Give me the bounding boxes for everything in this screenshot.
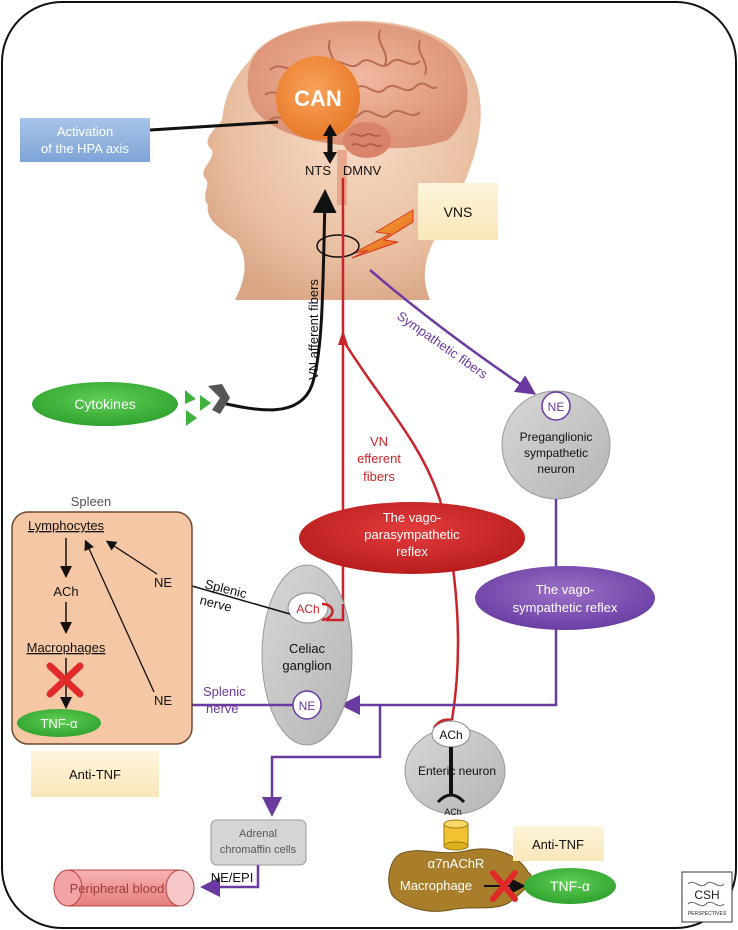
logo-top-text: CSH — [694, 888, 719, 902]
ach-spleen-label: ACh — [53, 584, 78, 599]
sympathetic-fibers-path — [369, 269, 537, 395]
ach-celiac-circle — [287, 592, 329, 624]
ne-lower-label: NE — [154, 693, 172, 708]
adrenal-box — [210, 819, 307, 866]
ne-lower-to-lymphocytes — [84, 539, 155, 693]
can-to-hpa-line — [149, 120, 279, 132]
can-node — [276, 56, 360, 140]
anti-tnf-right-box — [513, 826, 604, 861]
celiac-label-line2: ganglion — [282, 658, 331, 673]
tnf-right-label: TNF-α — [550, 878, 590, 894]
vns-label: VNS — [444, 204, 473, 220]
enteric-terminal — [436, 793, 466, 804]
lightning-bolt-icon — [351, 209, 414, 259]
peripheral-blood-vessel — [53, 869, 195, 907]
splenic-lower-line1: Splenic — [203, 684, 246, 699]
can-nts-arrowhead-up — [323, 124, 337, 136]
cerebellum — [343, 122, 391, 158]
sympathetic-fibers-label: Sympathetic fibers — [394, 308, 491, 382]
vagopara-label-line1: The vago- — [383, 510, 442, 525]
preganglionic-label-line2: sympathetic — [524, 446, 588, 460]
celiac-vagal-synapse — [321, 602, 334, 622]
vn-efferent-arrowhead — [338, 330, 348, 345]
sympathetic-to-adrenal-path — [262, 705, 382, 817]
preganglionic-label-line3: neuron — [537, 462, 574, 476]
lymphocytes-label: Lymphocytes — [28, 518, 105, 533]
vns-site-ellipse — [316, 234, 360, 258]
nts-label: NTS — [305, 163, 331, 178]
vagosym-label-line2: sympathetic reflex — [513, 600, 618, 615]
adrenal-to-blood-path — [200, 865, 260, 897]
afferent-receptor-icon — [208, 384, 230, 414]
hpa-label-line1: Activation — [57, 124, 113, 139]
peripheral-blood-label: Peripheral blood — [70, 881, 165, 896]
hpa-label-line2: of the HPA axis — [41, 141, 129, 156]
ne-preganglionic-circle — [541, 391, 571, 421]
adrenal-label-line1: Adrenal — [239, 828, 277, 840]
ne-celiac-label: NE — [299, 699, 316, 713]
splenic-nerve-upper — [177, 581, 291, 615]
celiac-ganglion — [261, 564, 353, 746]
ne-upper-to-lymphocytes — [105, 540, 158, 575]
vn-efferent-label-line1: VN — [370, 434, 388, 449]
preganglionic-label-line1: Preganglionic — [520, 430, 593, 444]
cylinder-receptor-icon — [443, 819, 469, 851]
hpa-axis-box — [20, 118, 150, 162]
anti-tnf-right-label: Anti-TNF — [532, 837, 584, 852]
vago-parasympathetic-reflex — [299, 502, 525, 574]
splenic-lower-line2: nerve — [206, 701, 239, 716]
a7nachr-label: α7nAChR — [428, 856, 485, 871]
enteric-neuron-label: Enteric neuron — [418, 764, 496, 778]
anti-tnf-left-box — [31, 751, 159, 797]
ne-preganglionic-label: NE — [548, 400, 565, 414]
vn-afferent-fibers-path — [217, 189, 337, 412]
red-x-icon — [490, 870, 518, 902]
ach-enteric-label: ACh — [439, 728, 462, 742]
cytokines-node — [32, 382, 178, 426]
csh-perspectives-logo: CSH PERSPECTIVES — [681, 871, 733, 923]
red-x-icon — [46, 662, 84, 698]
can-nts-arrowhead-down — [323, 152, 337, 164]
adrenal-label-line2: chromaffin cells — [220, 844, 297, 856]
ne-epi-label: NE/EPI — [211, 870, 254, 885]
ach-celiac-label: ACh — [296, 602, 319, 616]
vagopara-label-line3: reflex — [396, 544, 428, 559]
macrophage-label: Macrophage — [400, 878, 472, 893]
vago-sympathetic-reflex — [475, 566, 655, 630]
anti-tnf-left-label: Anti-TNF — [69, 767, 121, 782]
cytokines-label: Cytokines — [74, 396, 135, 412]
vn-efferent-label-line3: fibers — [363, 469, 395, 484]
can-label: CAN — [294, 86, 342, 111]
vns-box — [418, 183, 498, 240]
cytokine-triangles — [185, 390, 211, 426]
tnf-spleen-label: TNF-α — [40, 716, 78, 731]
vn-efferent-curved-path — [341, 339, 460, 721]
ne-upper-label: NE — [154, 575, 172, 590]
vn-efferent-label-line2: efferent — [357, 451, 401, 466]
tnf-spleen-node — [17, 709, 101, 737]
vagosym-label-line1: The vago- — [536, 582, 595, 597]
tnf-right-node — [524, 868, 616, 904]
macrophages-label: Macrophages — [27, 640, 106, 655]
vn-afferent-label: VN afferent fibers — [306, 279, 321, 380]
spleen-title: Spleen — [71, 494, 111, 509]
logo-bottom-text: PERSPECTIVES — [688, 911, 727, 917]
vagopara-label-line2: parasympathetic — [364, 527, 460, 542]
celiac-vagal-terminal — [326, 604, 345, 622]
dmnv-label: DMNV — [343, 163, 382, 178]
spleen-box — [11, 511, 193, 745]
celiac-label-line1: Celiac — [289, 641, 326, 656]
ach-small-label: ACh — [444, 807, 462, 817]
